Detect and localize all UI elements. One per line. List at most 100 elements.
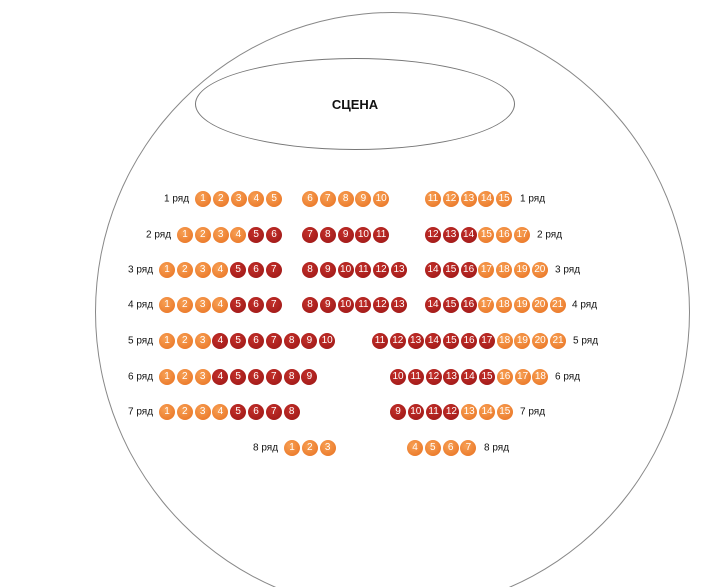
seat-available[interactable]: 19 [514, 297, 530, 313]
seat-available[interactable]: 20 [531, 297, 548, 313]
seat-available[interactable]: 6 [302, 191, 318, 207]
seat-available[interactable]: 3 [194, 369, 211, 385]
seat-occupied[interactable]: 9 [390, 404, 406, 420]
seat-occupied[interactable]: 7 [265, 333, 282, 349]
seat-available[interactable]: 2 [176, 333, 193, 349]
seat-available[interactable]: 7 [319, 191, 336, 207]
seat-available[interactable]: 2 [176, 262, 193, 278]
seat-available[interactable]: 1 [159, 369, 175, 385]
seat-occupied[interactable]: 6 [266, 227, 282, 243]
seat-occupied[interactable]: 9 [301, 369, 318, 385]
seat-available[interactable]: 15 [496, 191, 513, 207]
seat-occupied[interactable]: 9 [337, 227, 354, 243]
seat-occupied[interactable]: 11 [407, 369, 424, 385]
seat-available[interactable]: 3 [194, 333, 211, 349]
seat-occupied[interactable]: 14 [461, 369, 478, 385]
seat-available[interactable]: 9 [355, 191, 372, 207]
seat-occupied[interactable]: 10 [390, 369, 406, 385]
seat-available[interactable]: 19 [514, 262, 530, 278]
seat-available[interactable]: 15 [496, 404, 513, 420]
seat-occupied[interactable]: 6 [248, 404, 264, 420]
seat-available[interactable]: 20 [531, 262, 548, 278]
seat-occupied[interactable]: 12 [373, 262, 390, 278]
seat-occupied[interactable]: 16 [460, 262, 477, 278]
seat-occupied[interactable]: 6 [248, 369, 264, 385]
seat-occupied[interactable]: 13 [443, 369, 460, 385]
seat-available[interactable]: 17 [514, 369, 531, 385]
seat-available[interactable]: 15 [478, 227, 495, 243]
seat-available[interactable]: 1 [159, 404, 175, 420]
seat-occupied[interactable]: 13 [407, 333, 424, 349]
seat-occupied[interactable]: 12 [443, 404, 460, 420]
seat-available[interactable]: 11 [425, 191, 441, 207]
seat-available[interactable]: 18 [496, 297, 513, 313]
seat-available[interactable]: 1 [159, 262, 175, 278]
seat-available[interactable]: 4 [407, 440, 423, 456]
seat-available[interactable]: 3 [319, 440, 336, 456]
seat-occupied[interactable]: 16 [460, 297, 477, 313]
seat-occupied[interactable]: 11 [373, 227, 390, 243]
seat-occupied[interactable]: 10 [319, 333, 336, 349]
seat-occupied[interactable]: 5 [230, 333, 247, 349]
seat-occupied[interactable]: 11 [355, 262, 372, 278]
seat-available[interactable]: 1 [177, 227, 193, 243]
seat-occupied[interactable]: 11 [425, 404, 442, 420]
seat-occupied[interactable]: 9 [319, 297, 336, 313]
seat-occupied[interactable]: 12 [425, 369, 442, 385]
seat-available[interactable]: 2 [194, 227, 211, 243]
seat-available[interactable]: 3 [194, 297, 211, 313]
seat-occupied[interactable]: 13 [391, 297, 407, 313]
seat-occupied[interactable]: 8 [302, 297, 318, 313]
seat-available[interactable]: 4 [212, 297, 229, 313]
seat-occupied[interactable]: 6 [248, 333, 264, 349]
seat-occupied[interactable]: 9 [301, 333, 318, 349]
seat-occupied[interactable]: 15 [442, 297, 459, 313]
seat-available[interactable]: 5 [424, 440, 441, 456]
seat-occupied[interactable]: 16 [461, 333, 477, 349]
seat-available[interactable]: 13 [461, 404, 478, 420]
seat-occupied[interactable]: 4 [212, 369, 229, 385]
seat-available[interactable]: 6 [442, 440, 459, 456]
seat-available[interactable]: 1 [159, 333, 175, 349]
seat-occupied[interactable]: 14 [425, 262, 441, 278]
seat-occupied[interactable]: 15 [442, 262, 459, 278]
seat-available[interactable]: 14 [478, 191, 495, 207]
seat-occupied[interactable]: 9 [319, 262, 336, 278]
seat-occupied[interactable]: 15 [443, 333, 460, 349]
seat-available[interactable]: 21 [549, 297, 566, 313]
seat-occupied[interactable]: 10 [337, 297, 354, 313]
seat-available[interactable]: 3 [230, 191, 247, 207]
seat-available[interactable]: 21 [550, 333, 566, 349]
seat-occupied[interactable]: 14 [460, 227, 477, 243]
seat-available[interactable]: 2 [212, 191, 229, 207]
seat-available[interactable]: 8 [337, 191, 354, 207]
seat-occupied[interactable]: 12 [425, 227, 441, 243]
seat-occupied[interactable]: 12 [373, 297, 390, 313]
seat-occupied[interactable]: 11 [355, 297, 372, 313]
seat-occupied[interactable]: 7 [302, 227, 318, 243]
seat-available[interactable]: 1 [284, 440, 300, 456]
seat-occupied[interactable]: 14 [425, 333, 442, 349]
seat-occupied[interactable]: 8 [283, 369, 300, 385]
seat-occupied[interactable]: 11 [372, 333, 388, 349]
seat-occupied[interactable]: 7 [265, 369, 282, 385]
seat-available[interactable]: 2 [176, 369, 193, 385]
seat-available[interactable]: 7 [460, 440, 477, 456]
seat-available[interactable]: 17 [478, 262, 495, 278]
seat-available[interactable]: 16 [496, 227, 513, 243]
seat-available[interactable]: 18 [532, 369, 549, 385]
seat-available[interactable]: 18 [496, 262, 513, 278]
seat-available[interactable]: 17 [514, 227, 530, 243]
seat-available[interactable]: 5 [266, 191, 283, 207]
seat-available[interactable]: 17 [478, 297, 495, 313]
seat-available[interactable]: 20 [532, 333, 549, 349]
seat-occupied[interactable]: 5 [230, 297, 247, 313]
seat-available[interactable]: 12 [442, 191, 459, 207]
seat-available[interactable]: 14 [479, 404, 495, 420]
seat-occupied[interactable]: 5 [248, 227, 265, 243]
seat-occupied[interactable]: 10 [407, 404, 424, 420]
seat-available[interactable]: 1 [159, 297, 175, 313]
seat-available[interactable]: 16 [496, 369, 513, 385]
seat-available[interactable]: 4 [212, 262, 229, 278]
seat-available[interactable]: 1 [195, 191, 211, 207]
